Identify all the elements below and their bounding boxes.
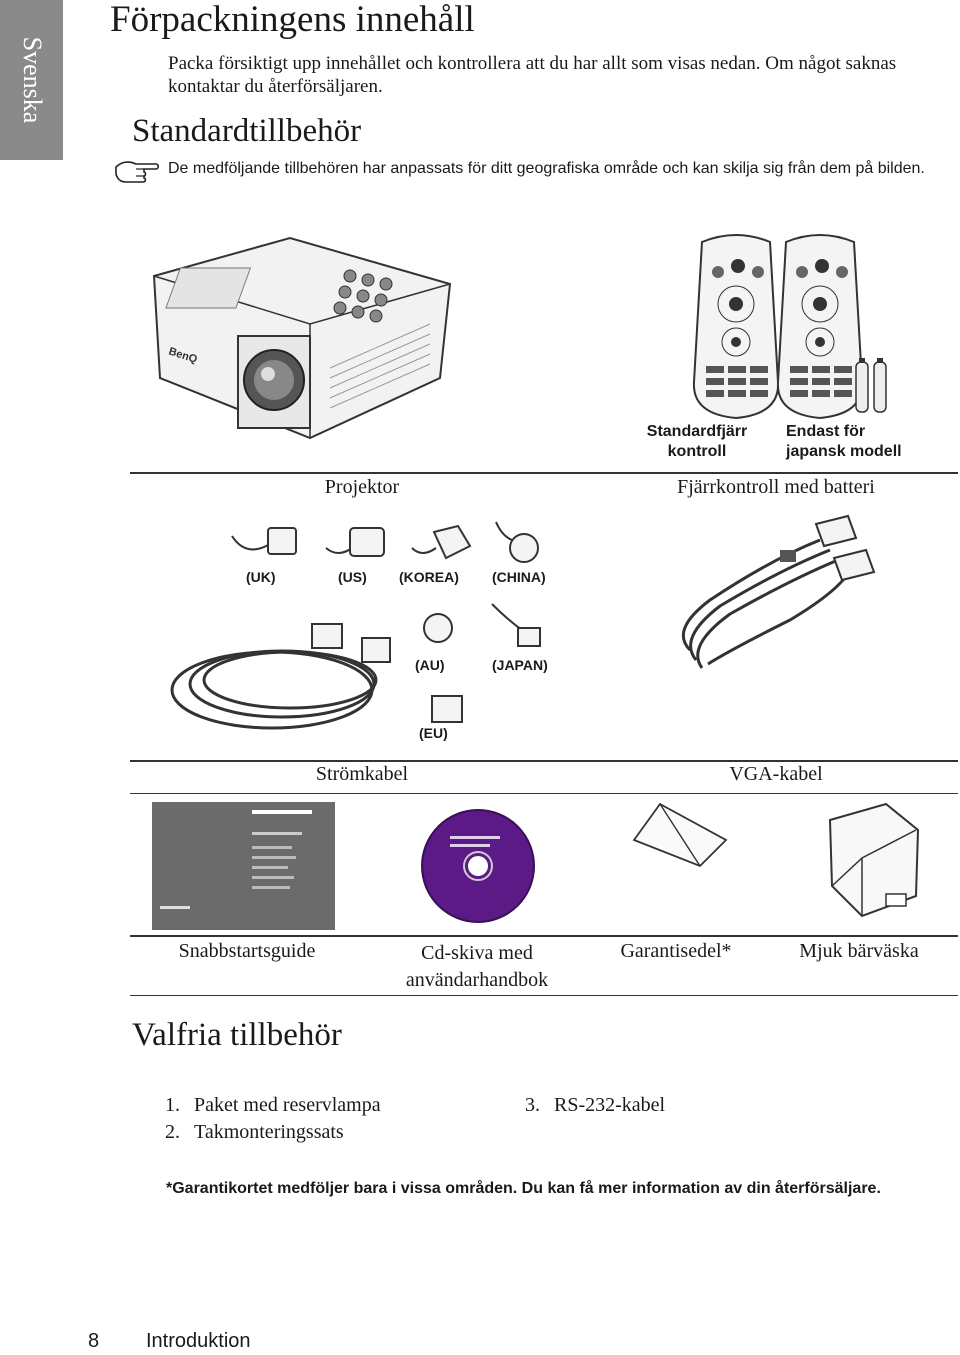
plug-label-korea: (KOREA) [399,569,459,585]
standard-heading: Standardtillbehör [132,113,362,149]
bag-caption: Mjuk bärväska [799,940,919,962]
carry-bag-illustration [828,802,920,918]
remote-caption: Fjärrkontroll med batteri [677,476,875,498]
japan-remote-label: Endast för japansk modell [786,423,902,460]
plug-label-eu: (EU) [419,725,448,741]
standard-remote-label: Standardfjärr kontroll [646,423,748,460]
plug-label-japan: (JAPAN) [492,657,548,673]
projector-illustration: BenQ [152,236,452,440]
rule-docs-bottom [130,995,958,996]
plug-label-china: (CHINA) [492,569,546,585]
pointing-hand-icon [115,161,160,183]
warranty-caption: Garantisedel* [620,940,732,962]
projector-caption: Projektor [324,476,400,498]
page-title: Förpackningens innehåll [110,0,475,40]
optional-item-number: 3. [525,1094,540,1116]
rule-docs [130,935,958,937]
vga-cable-illustration [681,514,876,669]
optional-heading: Valfria tillbehör [132,1017,342,1053]
intro-paragraph: Packa försiktigt upp innehållet och kont… [168,53,897,97]
rule-projector-remote [130,472,958,474]
plug-label-au: (AU) [415,657,445,673]
plug-label-us: (US) [338,569,367,585]
optional-item: 3. RS-232-kabel [508,1094,665,1117]
japan-remote-illustration [776,234,864,420]
optional-item-label: RS-232-kabel [554,1094,666,1116]
language-tab: Svenska [0,0,63,160]
footer-section: Introduktion [146,1330,251,1352]
rule-cables-bottom [130,793,958,794]
optional-item: 2. Takmonteringssats [148,1121,344,1144]
standard-remote-illustration [692,234,780,420]
cd-caption: Cd-skiva med användarhandbok [405,942,549,991]
vga-caption: VGA-kabel [729,763,823,785]
guide-caption: Snabbstartsguide [178,940,316,962]
optional-item-label: Takmonteringssats [194,1121,344,1143]
plug-label-uk: (UK) [246,569,276,585]
power-cable-illustration [170,603,541,730]
region-note: De medföljande tillbehören har anpassats… [168,160,925,177]
optional-item-number: 2. [165,1121,180,1143]
warranty-footnote: *Garantikortet medföljer bara i vissa om… [166,1180,881,1197]
batteries-illustration [855,358,887,413]
page-number: 8 [88,1330,100,1352]
optional-item-label: Paket med reservlampa [194,1094,381,1116]
power-caption: Strömkabel [315,763,409,785]
optional-item-number: 1. [165,1094,180,1116]
cd-illustration [421,809,535,923]
optional-item: 1. Paket med reservlampa [148,1094,381,1117]
warranty-card-illustration [632,802,728,868]
rule-cables [130,760,958,762]
power-plugs-row-1 [231,521,539,563]
quick-start-guide-illustration [152,802,335,930]
language-tab-label: Svenska [17,36,47,124]
